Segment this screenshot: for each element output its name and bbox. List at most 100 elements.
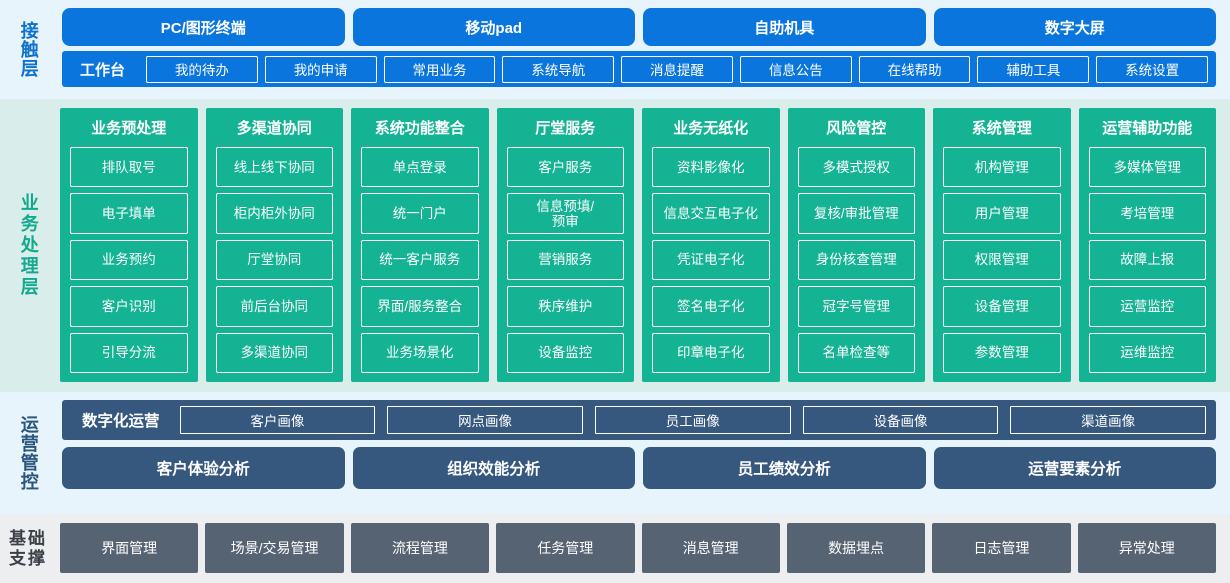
contact-layer-body: PC/图形终端 移动pad 自助机具 数字大屏 工作台 我的待办 我的申请 常用…: [56, 0, 1230, 99]
cell-review-approval-management[interactable]: 复核/审批管理: [797, 193, 915, 234]
cell-permission-management[interactable]: 权限管理: [943, 239, 1061, 281]
column-title: 多渠道协同: [236, 120, 312, 137]
cell-identity-verification-management[interactable]: 身份核查管理: [797, 239, 915, 281]
cell-device-monitoring[interactable]: 设备监控: [506, 332, 624, 374]
column-title: 风险管控: [826, 120, 887, 137]
foundation-task-management[interactable]: 任务管理: [496, 523, 635, 573]
nav-item-common-business[interactable]: 常用业务: [383, 55, 496, 83]
column-title: 厅堂服务: [535, 120, 596, 137]
foundation-layer: 基础 支撑 界面管理 场景/交易管理 流程管理 任务管理 消息管理 数据埋点 日…: [0, 514, 1230, 583]
nav-item-announcement[interactable]: 信息公告: [739, 55, 852, 83]
cell-queue-ticket[interactable]: 排队取号: [70, 147, 188, 188]
cell-customer-identification[interactable]: 客户识别: [70, 286, 188, 327]
cell-electronic-form[interactable]: 电子填单: [70, 193, 188, 234]
cell-fault-reporting[interactable]: 故障上报: [1088, 239, 1206, 281]
nav-item-message-alert[interactable]: 消息提醒: [621, 55, 733, 83]
foundation-exception-handling[interactable]: 异常处理: [1077, 523, 1216, 573]
business-column-paperless: 业务无纸化 资料影像化 信息交互电子化 凭证电子化 签名电子化 印章电子化: [642, 108, 780, 382]
business-column-operation-aux: 运营辅助功能 多媒体管理 考培管理 故障上报 运营监控 运维监控: [1078, 108, 1216, 382]
business-column-system-management: 系统管理 机构管理 用户管理 权限管理 设备管理 参数管理: [933, 108, 1071, 382]
cell-marketing-service[interactable]: 营销服务: [506, 239, 624, 281]
cell-multimode-authorization[interactable]: 多模式授权: [797, 147, 915, 188]
cell-training-management[interactable]: 考培管理: [1088, 193, 1206, 234]
workbench-nav-bar: 工作台 我的待办 我的申请 常用业务 系统导航 消息提醒 信息公告 在线帮助 辅…: [62, 51, 1216, 87]
nav-item-my-todo[interactable]: 我的待办: [146, 55, 258, 83]
channel-mobile-pad[interactable]: 移动pad: [352, 8, 635, 46]
business-layer: 业务处理层 业务预处理 排队取号 电子填单 业务预约 客户识别 引导分流 多渠道…: [0, 99, 1230, 392]
channel-row: PC/图形终端 移动pad 自助机具 数字大屏: [62, 8, 1216, 46]
foundation-scenario-transaction-management[interactable]: 场景/交易管理: [205, 523, 344, 573]
cell-online-offline-sync[interactable]: 线上线下协同: [215, 147, 333, 188]
foundation-log-management[interactable]: 日志管理: [932, 523, 1071, 573]
channel-self-service[interactable]: 自助机具: [643, 8, 926, 46]
column-title: 运营辅助功能: [1102, 120, 1193, 137]
cell-counter-inside-outside-sync[interactable]: 柜内柜外协同: [215, 193, 333, 234]
analysis-customer-experience[interactable]: 客户体验分析: [62, 447, 345, 489]
business-column-multichannel: 多渠道协同 线上线下协同 柜内柜外协同 厅堂协同 前后台协同 多渠道协同: [205, 108, 343, 382]
digital-operations-bar: 数字化运营 客户画像 网点画像 员工画像 设备画像 渠道画像: [62, 400, 1216, 440]
cell-guided-diversion[interactable]: 引导分流: [70, 332, 188, 374]
cell-seal-digitization[interactable]: 印章电子化: [652, 332, 770, 374]
nav-item-my-application[interactable]: 我的申请: [264, 55, 377, 83]
operations-layer-body: 数字化运营 客户画像 网点画像 员工画像 设备画像 渠道画像 客户体验分析 组织…: [56, 392, 1230, 514]
analysis-organizational-efficiency[interactable]: 组织效能分析: [352, 447, 635, 489]
channel-pc[interactable]: PC/图形终端: [62, 8, 345, 46]
cell-info-prefill-prereview[interactable]: 信息预填/ 预审: [506, 193, 624, 234]
cell-list-check[interactable]: 名单检查等: [797, 332, 915, 374]
ops-chip-customer-profile[interactable]: 客户画像: [179, 406, 376, 434]
ops-chip-channel-profile[interactable]: 渠道画像: [1010, 406, 1207, 434]
channel-digital-screen[interactable]: 数字大屏: [933, 8, 1216, 46]
ops-chip-employee-profile[interactable]: 员工画像: [594, 406, 791, 434]
foundation-message-management[interactable]: 消息管理: [641, 523, 780, 573]
cell-multichannel-sync[interactable]: 多渠道协同: [215, 332, 333, 374]
cell-customer-service[interactable]: 客户服务: [506, 147, 624, 188]
cell-organization-management[interactable]: 机构管理: [943, 147, 1061, 188]
business-column-pre-processing: 业务预处理 排队取号 电子填单 业务预约 客户识别 引导分流: [60, 108, 198, 382]
cell-signature-digitization[interactable]: 签名电子化: [652, 286, 770, 327]
cell-front-back-office-sync[interactable]: 前后台协同: [215, 286, 333, 327]
column-title: 业务无纸化: [673, 120, 749, 137]
nav-item-system-settings[interactable]: 系统设置: [1096, 55, 1209, 83]
ops-chip-branch-profile[interactable]: 网点画像: [387, 406, 583, 434]
cell-parameter-management[interactable]: 参数管理: [943, 332, 1061, 374]
column-title: 系统管理: [971, 120, 1032, 137]
cell-device-management[interactable]: 设备管理: [943, 286, 1061, 327]
nav-item-aux-tools[interactable]: 辅助工具: [977, 55, 1090, 83]
foundation-data-tracking[interactable]: 数据埋点: [786, 523, 926, 573]
foundation-label-line1: 基础: [9, 529, 47, 549]
ops-chip-device-profile[interactable]: 设备画像: [802, 406, 999, 434]
cell-unified-customer-service[interactable]: 统一客户服务: [361, 239, 479, 281]
cell-document-imaging[interactable]: 资料影像化: [652, 147, 770, 188]
operations-layer: 运营管控 数字化运营 客户画像 网点画像 员工画像 设备画像 渠道画像 客户体验…: [0, 392, 1230, 514]
cell-operation-monitoring[interactable]: 运营监控: [1088, 286, 1206, 327]
workbench-title: 工作台: [80, 61, 126, 79]
cell-lobby-sync[interactable]: 厅堂协同: [215, 239, 333, 281]
cell-info-exchange-digitization[interactable]: 信息交互电子化: [652, 193, 770, 234]
cell-single-sign-on[interactable]: 单点登录: [361, 147, 479, 188]
business-columns: 业务预处理 排队取号 电子填单 业务预约 客户识别 引导分流 多渠道协同 线上线…: [60, 108, 1216, 382]
foundation-ui-management[interactable]: 界面管理: [60, 523, 199, 573]
business-column-system-integration: 系统功能整合 单点登录 统一门户 统一客户服务 界面/服务整合 业务场景化: [351, 108, 489, 382]
foundation-label-line2: 支撑: [9, 548, 47, 568]
column-title: 业务预处理: [91, 120, 167, 137]
foundation-process-management[interactable]: 流程管理: [350, 523, 490, 573]
cell-business-scenarios[interactable]: 业务场景化: [361, 332, 479, 374]
cell-ui-service-integration[interactable]: 界面/服务整合: [361, 286, 479, 327]
cell-order-maintenance[interactable]: 秩序维护: [506, 286, 624, 327]
analysis-operational-factors[interactable]: 运营要素分析: [933, 447, 1216, 489]
cell-maintenance-monitoring[interactable]: 运维监控: [1088, 332, 1206, 374]
column-title: 系统功能整合: [374, 120, 465, 137]
cell-unified-portal[interactable]: 统一门户: [361, 193, 479, 234]
business-column-risk-control: 风险管控 多模式授权 复核/审批管理 身份核查管理 冠字号管理 名单检查等: [787, 108, 925, 382]
nav-item-online-help[interactable]: 在线帮助: [858, 55, 971, 83]
analysis-employee-performance[interactable]: 员工绩效分析: [643, 447, 926, 489]
cell-serial-number-management[interactable]: 冠字号管理: [797, 286, 915, 327]
nav-item-system-navigation[interactable]: 系统导航: [502, 55, 615, 83]
cell-business-appointment[interactable]: 业务预约: [70, 239, 188, 281]
cell-multimedia-management[interactable]: 多媒体管理: [1088, 147, 1206, 188]
cell-voucher-digitization[interactable]: 凭证电子化: [652, 239, 770, 281]
digital-operations-title: 数字化运营: [82, 413, 160, 430]
cell-user-management[interactable]: 用户管理: [943, 193, 1061, 234]
business-layer-label: 业务处理层: [0, 99, 56, 392]
